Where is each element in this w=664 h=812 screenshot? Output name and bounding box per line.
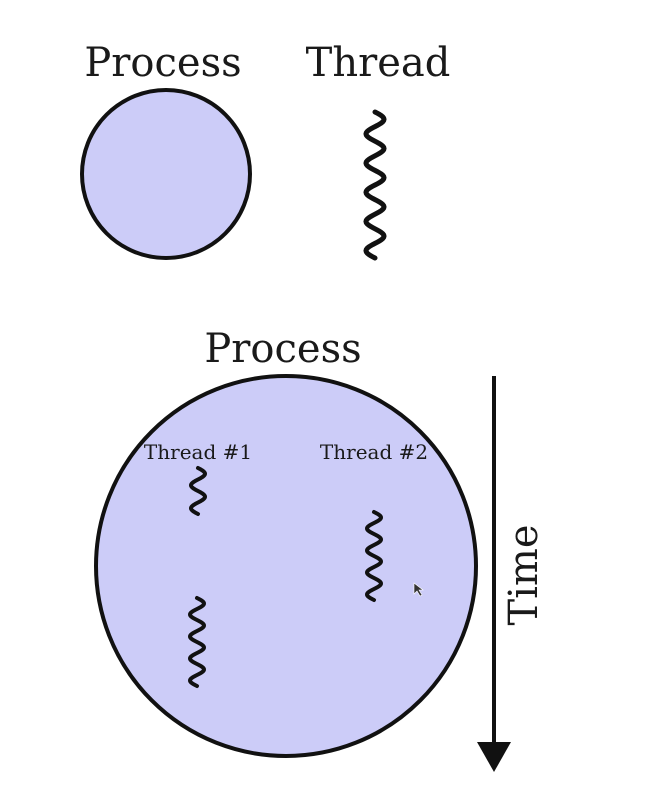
legend-process-circle (80, 88, 252, 260)
mouse-cursor-icon (413, 582, 424, 597)
time-label: Time (501, 524, 547, 625)
legend-thread-squiggle (363, 109, 387, 261)
thread2-squiggle (365, 510, 383, 602)
thread2-label: Thread #2 (320, 440, 428, 464)
legend-thread-label: Thread (306, 40, 451, 86)
main-process-circle (94, 374, 478, 758)
thread1-squiggle-early (188, 466, 208, 516)
thread1-label: Thread #1 (144, 440, 252, 464)
legend-process-label: Process (84, 40, 241, 86)
thread1-squiggle-late (188, 596, 206, 688)
main-process-label: Process (204, 326, 361, 372)
time-arrow-head (477, 742, 511, 772)
